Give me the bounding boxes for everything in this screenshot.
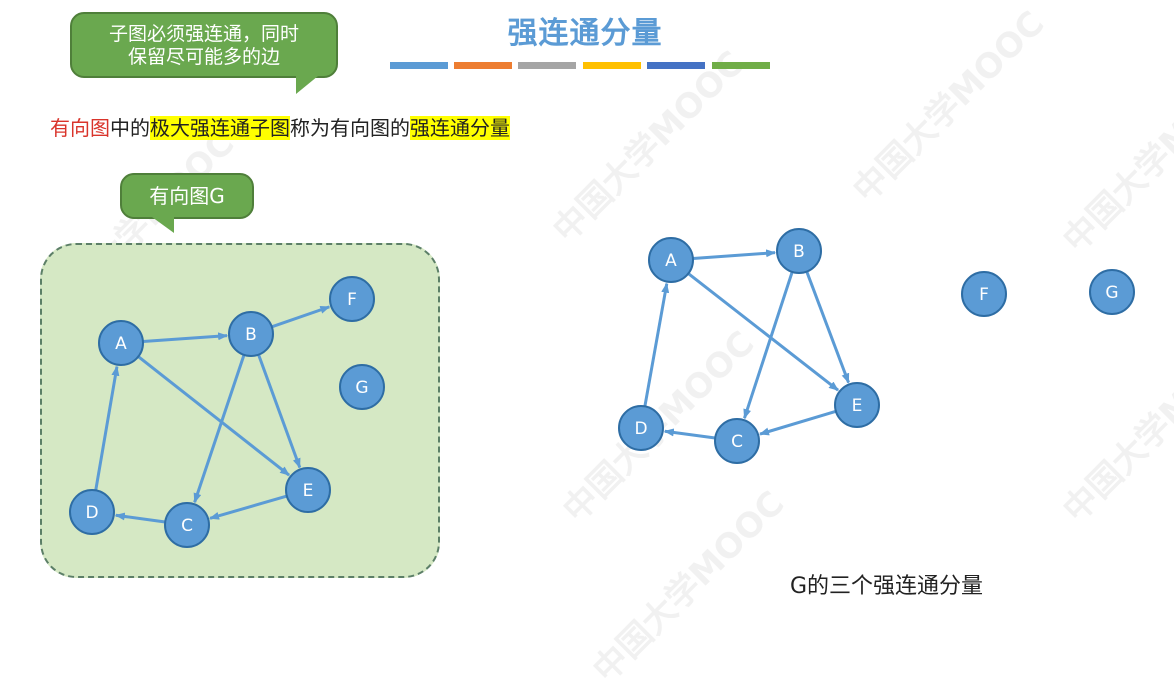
- edge-d-a: [643, 282, 670, 407]
- color-bar-segment: [712, 62, 770, 69]
- color-bar-segment: [647, 62, 705, 69]
- node-label: C: [181, 516, 193, 536]
- edge-b-f: [271, 305, 331, 329]
- edge-a-e: [137, 355, 291, 477]
- page-title: 强连通分量: [507, 16, 663, 51]
- node-d: D: [618, 405, 664, 451]
- node-label: E: [303, 481, 314, 501]
- node-d: D: [69, 489, 115, 535]
- callout-note: 子图必须强连通，同时 保留尽可能多的边: [70, 12, 338, 94]
- node-circle: [618, 405, 664, 451]
- node-label: C: [731, 432, 743, 452]
- node-circle: [339, 364, 385, 410]
- node-circle: [714, 418, 760, 464]
- definition-highlight: 强连通分量: [410, 116, 510, 140]
- components-caption: G的三个强连通分量: [790, 574, 984, 599]
- node-c: C: [714, 418, 760, 464]
- edge-a-e: [687, 272, 839, 392]
- node-label: B: [245, 325, 257, 345]
- edge-d-a: [94, 365, 120, 491]
- node-label: B: [793, 242, 805, 262]
- node-f: F: [961, 271, 1007, 317]
- node-circle: [834, 382, 880, 428]
- definition-highlight: 极大强连通子图: [150, 116, 290, 140]
- node-b: B: [776, 228, 822, 274]
- node-circle: [961, 271, 1007, 317]
- node-g: G: [1089, 269, 1135, 315]
- edge-b-c: [193, 354, 246, 504]
- callout-graph-label: 有向图G: [120, 173, 254, 233]
- node-circle: [776, 228, 822, 274]
- edge-e-c: [209, 494, 288, 520]
- edge-e-c: [759, 409, 837, 436]
- node-circle: [648, 237, 694, 283]
- node-circle: [98, 320, 144, 366]
- color-bar-segment: [454, 62, 512, 69]
- node-a: A: [98, 320, 144, 366]
- node-circle: [329, 276, 375, 322]
- definition-text-part: 称为有向图的: [290, 116, 410, 140]
- color-bar-segment: [518, 62, 576, 69]
- color-bar-segment: [583, 62, 641, 69]
- node-c: C: [164, 502, 210, 548]
- node-b: B: [228, 311, 274, 357]
- node-label: F: [979, 285, 989, 305]
- node-label: G: [1105, 283, 1118, 303]
- node-label: A: [115, 334, 127, 354]
- edge-b-c: [743, 271, 794, 420]
- node-circle: [1089, 269, 1135, 315]
- callout-note-line: 子图必须强连通，同时: [108, 23, 299, 45]
- callout-note-line: 保留尽可能多的边: [127, 46, 280, 68]
- graph-diagram: A B C D E F G A B C D E F G: [69, 228, 1135, 548]
- edge-a-b: [142, 332, 229, 343]
- edge-b-e: [257, 354, 302, 469]
- edge-b-e: [805, 271, 850, 384]
- node-f: F: [329, 276, 375, 322]
- edge-a-b: [692, 249, 777, 260]
- node-label: F: [347, 290, 357, 310]
- node-label: G: [355, 378, 368, 398]
- definition-text: 有向图中的极大强连通子图称为有向图的强连通分量: [50, 112, 510, 141]
- node-circle: [69, 489, 115, 535]
- node-circle: [164, 502, 210, 548]
- edge-c-d: [114, 512, 166, 524]
- node-label: D: [634, 419, 647, 439]
- edge-c-d: [663, 428, 716, 440]
- node-label: E: [852, 396, 863, 416]
- definition-text-part: 中的: [110, 116, 150, 140]
- node-circle: [285, 467, 331, 513]
- node-label: A: [665, 251, 677, 271]
- node-e: E: [834, 382, 880, 428]
- node-a: A: [648, 237, 694, 283]
- node-e: E: [285, 467, 331, 513]
- node-label: D: [85, 503, 98, 523]
- node-g: G: [339, 364, 385, 410]
- node-circle: [228, 311, 274, 357]
- definition-term: 有向图: [50, 116, 110, 140]
- color-bar-segment: [390, 62, 448, 69]
